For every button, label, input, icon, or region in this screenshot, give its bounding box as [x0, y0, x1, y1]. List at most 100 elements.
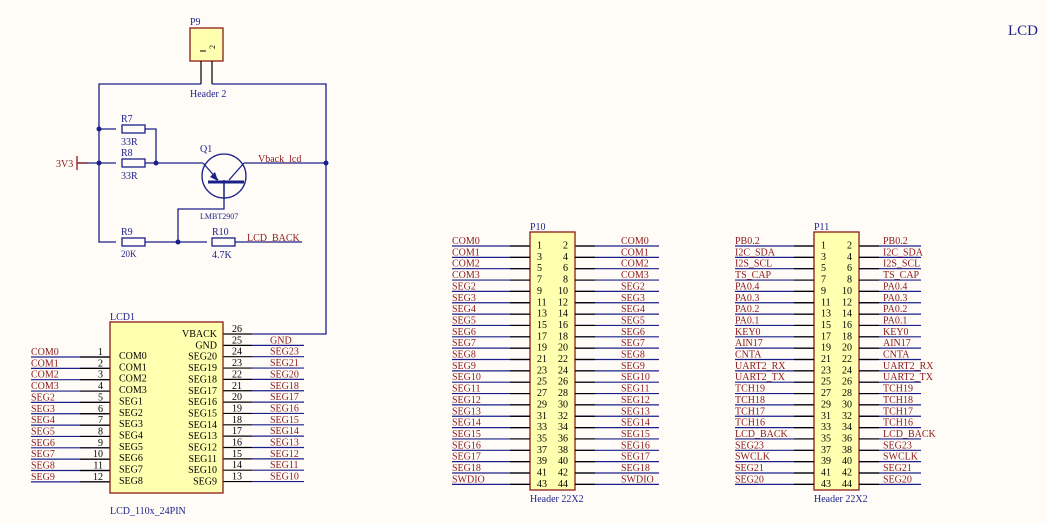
resistor-r9[interactable]: R9 20K — [121, 227, 146, 259]
lcd1-right-net-label[interactable]: SEG14 — [270, 426, 299, 437]
p10-right-net-label[interactable]: SEG17 — [621, 452, 650, 463]
p11-right-net-label[interactable]: SEG20 — [883, 474, 912, 485]
p10-left-net-label[interactable]: SEG11 — [452, 384, 481, 395]
resistor-r8-body[interactable] — [121, 158, 146, 168]
p11-right-net-label[interactable]: PB0.2 — [883, 236, 908, 247]
p11-right-net-label[interactable]: PA0.2 — [883, 304, 907, 315]
p10-left-net-label[interactable]: SEG15 — [452, 429, 481, 440]
p10-right-net-label[interactable]: COM2 — [621, 259, 649, 270]
p10-left-net-label[interactable]: SEG2 — [452, 281, 476, 292]
p11-right-net-label[interactable]: SWCLK — [883, 452, 919, 463]
lcd1-left-net-label[interactable]: COM3 — [31, 381, 59, 392]
p11-right-net-label[interactable]: KEY0 — [883, 327, 909, 338]
p11-left-net-label[interactable]: LCD_BACK — [735, 429, 789, 440]
p11-left-net-label[interactable]: PA0.1 — [735, 315, 759, 326]
p9-body[interactable] — [189, 27, 224, 62]
p10-right-net-label[interactable]: SEG14 — [621, 418, 650, 429]
lcd1-right-net-label[interactable]: SEG15 — [270, 415, 299, 426]
p11-right-net-label[interactable]: PA0.3 — [883, 293, 907, 304]
lcd1-left-net-label[interactable]: SEG7 — [31, 449, 55, 460]
lcd1-right-net-label[interactable]: GND — [270, 335, 292, 346]
p11-left-net-label[interactable]: KEY0 — [735, 327, 761, 338]
p11-right-net-label[interactable]: TS_CAP — [883, 270, 920, 281]
p11-right-net-label[interactable]: LCD_BACK — [883, 429, 937, 440]
p11-left-net-label[interactable]: I2S_SCL — [735, 259, 772, 270]
p10-left-net-label[interactable]: SEG16 — [452, 440, 481, 451]
p11-left-net-label[interactable]: TCH19 — [735, 384, 765, 395]
p11-left-net-label[interactable]: PA0.4 — [735, 281, 759, 292]
p10-left-net-label[interactable]: SEG4 — [452, 304, 476, 315]
p10-right-net-label[interactable]: SEG3 — [621, 293, 645, 304]
p10-right-net-label[interactable]: SEG12 — [621, 395, 650, 406]
resistor-r10-body[interactable] — [211, 237, 236, 247]
lcd1-right-net-label[interactable]: SEG23 — [270, 347, 299, 358]
p10-left-net-label[interactable]: SEG10 — [452, 372, 481, 383]
p11-left-net-label[interactable]: TCH18 — [735, 395, 765, 406]
p11-right-net-label[interactable]: SEG23 — [883, 440, 912, 451]
lcd1-right-net-label[interactable]: SEG10 — [270, 472, 299, 483]
net-label-vback[interactable]: Vback_lcd — [258, 154, 301, 165]
resistor-r7[interactable]: R7 33R — [121, 114, 146, 148]
lcd1-right-net-label[interactable]: SEG18 — [270, 381, 299, 392]
p10-left-net-label[interactable]: SEG5 — [452, 315, 476, 326]
p11-left-net-label[interactable]: TCH16 — [735, 418, 765, 429]
resistor-r10[interactable]: R10 4.7K — [211, 227, 236, 261]
lcd1-left-net-label[interactable]: SEG5 — [31, 426, 55, 437]
p10-left-net-label[interactable]: SEG17 — [452, 452, 481, 463]
p10-right-net-label[interactable]: SEG5 — [621, 315, 645, 326]
lcd1-body[interactable] — [109, 321, 224, 494]
p9-header[interactable]: P9 2 Header 2 — [189, 17, 226, 100]
transistor-q1[interactable]: Q1 LMBT2907 — [200, 144, 247, 221]
p10-left-net-label[interactable]: COM3 — [452, 270, 480, 281]
p10-right-net-label[interactable]: SEG10 — [621, 372, 650, 383]
p11-left-net-label[interactable]: AIN17 — [735, 338, 763, 349]
p11-left-net-label[interactable]: UART2_TX — [735, 372, 786, 383]
p10-right-net-label[interactable]: SEG6 — [621, 327, 645, 338]
p10-right-net-label[interactable]: COM1 — [621, 247, 649, 258]
p11-right-net-label[interactable]: TCH19 — [883, 384, 913, 395]
p10-left-net-label[interactable]: SEG6 — [452, 327, 476, 338]
p11-right-net-label[interactable]: PA0.4 — [883, 281, 907, 292]
lcd1-left-net-label[interactable]: SEG6 — [31, 438, 55, 449]
p10-left-net-label[interactable]: SEG14 — [452, 418, 481, 429]
p11-left-net-label[interactable]: UART2_RX — [735, 361, 786, 372]
p11-body[interactable] — [813, 231, 860, 491]
p10-body[interactable] — [529, 231, 576, 491]
net-label-lcd-back[interactable]: LCD_BACK — [247, 233, 301, 244]
p11-right-net-label[interactable]: I2C_SDA — [883, 247, 924, 258]
p10-left-net-label[interactable]: COM2 — [452, 259, 480, 270]
p10-right-net-label[interactable]: SWDIO — [621, 474, 654, 485]
p10-right-net-label[interactable]: SEG7 — [621, 338, 645, 349]
p11-right-net-label[interactable]: TCH18 — [883, 395, 913, 406]
p11-left-net-label[interactable]: I2C_SDA — [735, 247, 776, 258]
lcd1-right-net-label[interactable]: SEG12 — [270, 449, 299, 460]
p11-right-net-label[interactable]: UART2_RX — [883, 361, 934, 372]
p11-left-net-label[interactable]: PB0.2 — [735, 236, 760, 247]
lcd1-left-net-label[interactable]: SEG9 — [31, 472, 55, 483]
lcd1-left-net-label[interactable]: SEG8 — [31, 461, 55, 472]
lcd1-right-net-label[interactable]: SEG21 — [270, 358, 299, 369]
p10-right-net-label[interactable]: SEG4 — [621, 304, 645, 315]
p11-left-net-label[interactable]: SEG21 — [735, 463, 764, 474]
lcd1-right-net-label[interactable]: SEG13 — [270, 438, 299, 449]
p11-left-net-label[interactable]: SEG20 — [735, 474, 764, 485]
p10-right-net-label[interactable]: COM3 — [621, 270, 649, 281]
p11-left-net-label[interactable]: PA0.2 — [735, 304, 759, 315]
p11-right-net-label[interactable]: TCH17 — [883, 406, 913, 417]
resistor-r9-body[interactable] — [121, 237, 146, 247]
p11-right-net-label[interactable]: CNTA — [883, 350, 910, 361]
p11-left-net-label[interactable]: TS_CAP — [735, 270, 772, 281]
p11-left-net-label[interactable]: CNTA — [735, 350, 762, 361]
p11-right-net-label[interactable]: PA0.1 — [883, 315, 907, 326]
p10-left-net-label[interactable]: SEG8 — [452, 350, 476, 361]
p11-right-net-label[interactable]: TCH16 — [883, 418, 913, 429]
lcd1-right-net-label[interactable]: SEG20 — [270, 369, 299, 380]
p10-left-net-label[interactable]: SEG18 — [452, 463, 481, 474]
p10-right-net-label[interactable]: SEG9 — [621, 361, 645, 372]
p10-right-net-label[interactable]: SEG16 — [621, 440, 650, 451]
lcd1-left-net-label[interactable]: SEG2 — [31, 392, 55, 403]
p10-left-net-label[interactable]: SEG12 — [452, 395, 481, 406]
lcd1-left-net-label[interactable]: COM1 — [31, 358, 59, 369]
p11-left-net-label[interactable]: SWCLK — [735, 452, 771, 463]
lcd1-right-net-label[interactable]: SEG17 — [270, 392, 299, 403]
